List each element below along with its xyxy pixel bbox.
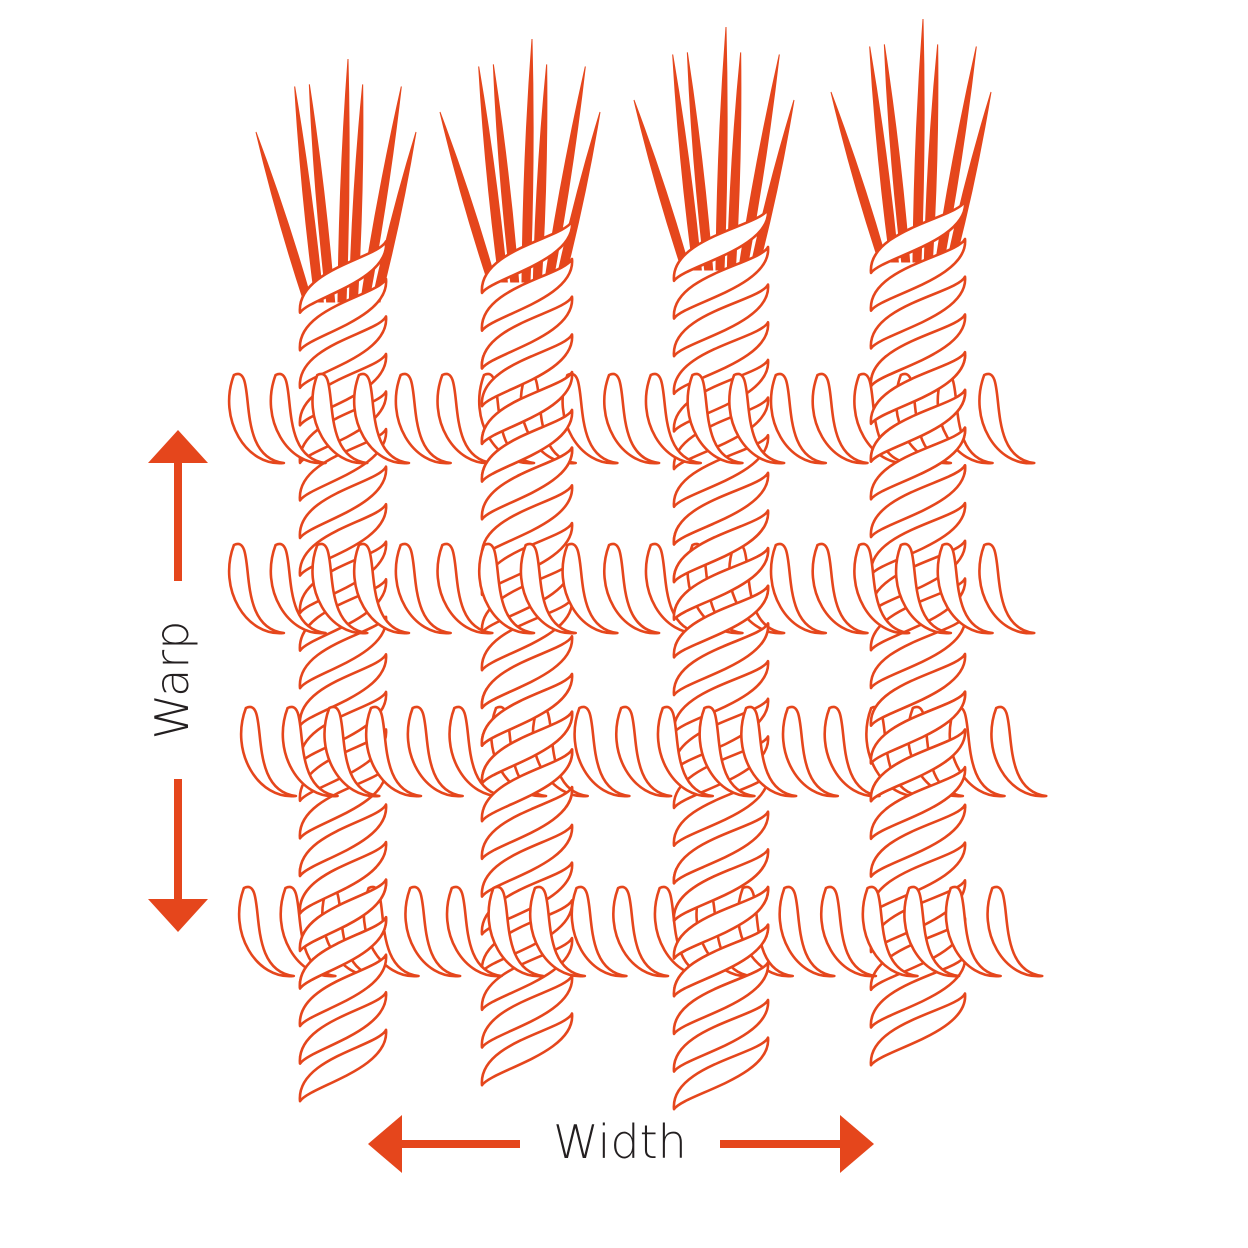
fringe-strand	[255, 131, 313, 303]
weft-rope-1-strands	[227, 372, 1036, 465]
fringe-strand	[715, 26, 728, 271]
fringe-strand	[348, 84, 364, 303]
fringe-strand	[883, 44, 911, 263]
warp-rope-3-over	[672, 868, 770, 988]
warp-arrow-down-shaft	[174, 779, 182, 901]
warp-rope-1-over	[298, 868, 388, 988]
warp-fringe-3	[633, 26, 795, 271]
warp-over-crossing	[672, 525, 770, 645]
width-arrow-right-shaft	[720, 1140, 842, 1148]
fringe-strand	[869, 46, 899, 263]
fringe-strand	[532, 64, 548, 283]
warp-rope-4-over	[869, 688, 967, 808]
width-arrow-left-shaft	[400, 1140, 520, 1148]
warp-rope-2-over-strands	[480, 688, 574, 808]
warp-rope-2-over-strands	[480, 355, 574, 475]
fringe-strand	[439, 111, 497, 283]
warp-over-crossing	[869, 688, 967, 808]
warp-label: Warp	[145, 621, 199, 740]
warp-fringe-2	[439, 38, 601, 283]
fringe-strand	[935, 46, 977, 263]
warp-over-crossing	[480, 355, 574, 475]
warp-arrow-down-head	[148, 899, 208, 932]
fringe-strand	[633, 99, 691, 271]
fringe-strand	[521, 38, 534, 283]
warp-over-crossing	[672, 868, 770, 988]
width-arrow	[368, 1115, 874, 1173]
warp-rope-2-over	[480, 688, 574, 808]
fringe-strand	[830, 91, 888, 263]
warp-fringe-1	[255, 58, 417, 303]
fringe-strand	[492, 64, 520, 283]
weft-rope-1	[227, 372, 1036, 465]
fringe-strand	[912, 18, 925, 263]
warp-rope-2-over	[480, 355, 574, 475]
fringe-strand	[478, 66, 508, 283]
warp-rope-4-over-strands	[869, 355, 967, 475]
fringe-strand	[686, 52, 714, 271]
warp-rope-3-over	[672, 525, 770, 645]
fringe-strand	[294, 86, 324, 303]
warp-rope-1-over-strands	[298, 868, 388, 988]
warp-rope-3-over-strands	[672, 868, 770, 988]
fringe-strand	[544, 66, 586, 283]
warp-arrow-up-shaft	[174, 461, 182, 581]
warp-rope-4-over-strands	[869, 688, 967, 808]
fringe-strand	[337, 58, 350, 303]
woven-ropes	[227, 199, 1048, 1111]
warp-arrow-up-head	[148, 430, 208, 463]
warp-arrow	[148, 430, 208, 932]
width-arrow-left-head	[368, 1115, 402, 1173]
warp-over-crossing	[480, 688, 574, 808]
warp-over-crossing	[298, 868, 388, 988]
width-label: Width	[553, 1115, 687, 1169]
width-arrow-right-head	[840, 1115, 874, 1173]
warp-over-crossing	[869, 355, 967, 475]
warp-fringe-4	[830, 18, 992, 263]
fringe-strand	[923, 44, 939, 263]
warp-rope-4-over	[869, 355, 967, 475]
warp-rope-3-over-strands	[672, 525, 770, 645]
fringe-strand	[672, 54, 702, 271]
fringe-strand	[726, 52, 742, 271]
fringe-strand	[308, 84, 336, 303]
fringe-strand	[738, 54, 780, 271]
